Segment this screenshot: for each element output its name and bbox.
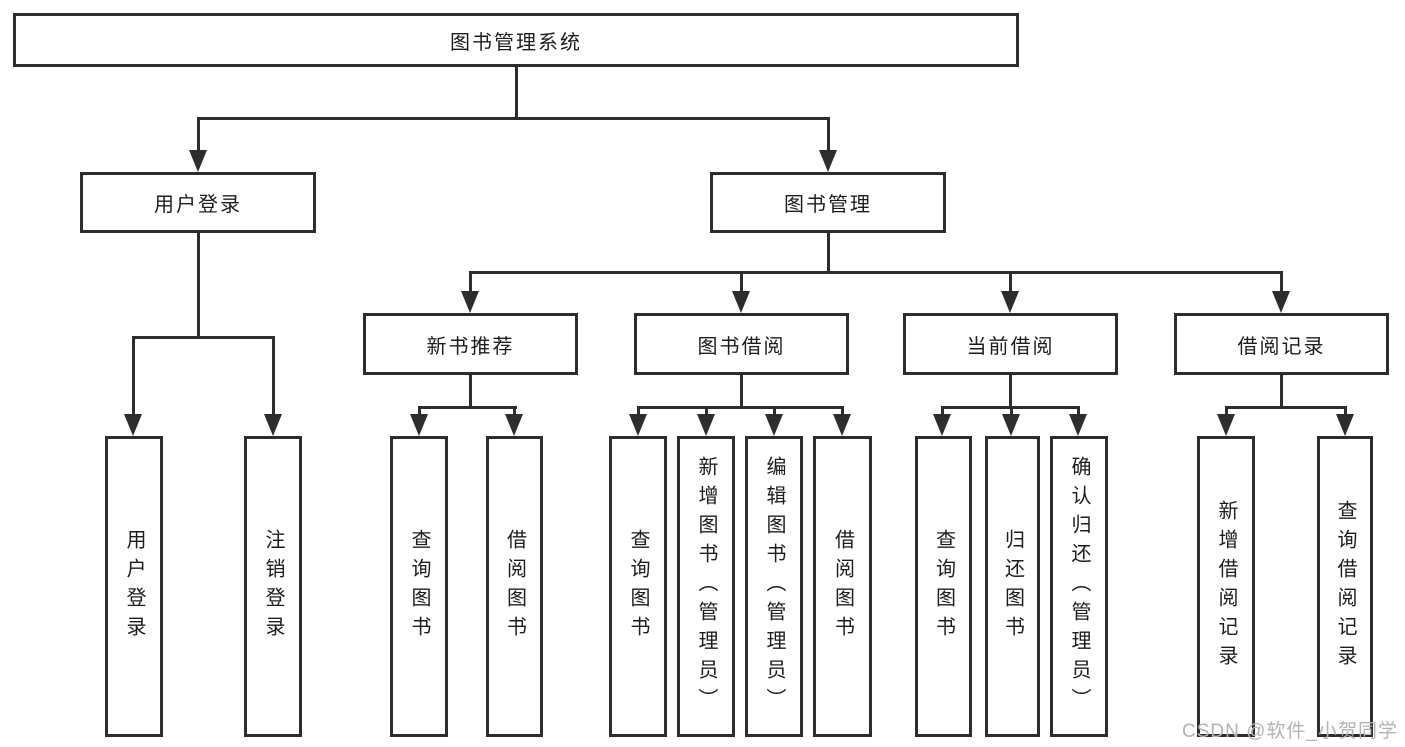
leaf-br-query-record: 查询借阅记录: [1317, 436, 1373, 737]
leaf-cb-return-book: 归还图书: [985, 436, 1040, 737]
arrowhead-down: [1272, 291, 1290, 313]
leaf-rec-query-book: 查询图书: [390, 436, 448, 737]
connector-line: [132, 336, 135, 416]
connector-line: [272, 336, 275, 416]
connector-line: [197, 117, 830, 120]
node-book-borrow: 图书借阅: [634, 313, 849, 375]
connector-line: [513, 406, 516, 418]
node-root: 图书管理系统: [13, 13, 1019, 67]
arrowhead-down: [124, 414, 142, 436]
leaf-logout: 注销登录: [244, 436, 302, 737]
arrowhead-down: [1001, 291, 1019, 313]
arrowhead-down: [1336, 414, 1354, 436]
connector-line: [1010, 406, 1013, 418]
arrowhead-down: [819, 150, 837, 172]
node-current-borrow: 当前借阅: [903, 313, 1118, 375]
arrowhead-down: [505, 414, 523, 436]
connector-line: [418, 406, 517, 409]
connector-line: [197, 117, 200, 154]
connector-line: [1077, 406, 1080, 418]
connector-line: [1009, 271, 1012, 293]
leaf-cb-confirm-return: 确认归还（管理员）: [1050, 436, 1108, 737]
node-book-management: 图书管理: [710, 172, 946, 233]
connector-line: [841, 406, 844, 418]
leaf-bb-query-book: 查询图书: [609, 436, 667, 737]
node-user-login: 用户登录: [80, 172, 316, 233]
connector-line: [132, 336, 274, 339]
leaf-cb-query-book: 查询图书: [915, 436, 972, 737]
connector-line: [197, 233, 200, 338]
leaf-user-login: 用户登录: [105, 436, 163, 737]
arrowhead-down: [461, 291, 479, 313]
connector-line: [469, 271, 1283, 274]
connector-line: [1280, 375, 1283, 409]
leaf-br-add-record: 新增借阅记录: [1197, 436, 1255, 737]
leaf-bb-borrow-book: 借阅图书: [813, 436, 872, 737]
connector-line: [418, 406, 421, 418]
connector-line: [941, 406, 944, 418]
arrowhead-down: [732, 291, 750, 313]
arrowhead-down: [765, 414, 783, 436]
connector-line: [637, 406, 844, 409]
connector-line: [637, 406, 640, 418]
connector-line: [827, 233, 830, 274]
arrowhead-down: [697, 414, 715, 436]
connector-line: [827, 117, 830, 154]
connector-line: [740, 271, 743, 293]
arrowhead-down: [933, 414, 951, 436]
leaf-bb-add-book: 新增图书（管理员）: [677, 436, 735, 737]
node-borrow-record: 借阅记录: [1174, 313, 1389, 375]
arrowhead-down: [1002, 414, 1020, 436]
leaf-rec-borrow-book: 借阅图书: [486, 436, 543, 737]
node-new-book-recommend: 新书推荐: [363, 313, 578, 375]
connector-line: [469, 271, 472, 293]
connector-line: [740, 375, 743, 409]
connector-line: [1225, 406, 1228, 418]
connector-line: [705, 406, 708, 418]
arrowhead-down: [410, 414, 428, 436]
connector-line: [469, 375, 472, 409]
watermark-text: CSDN @软件_小贺同学: [1182, 721, 1398, 742]
arrowhead-down: [1217, 414, 1235, 436]
connector-line: [1225, 406, 1346, 409]
connector-line: [1344, 406, 1347, 418]
leaf-bb-edit-book: 编辑图书（管理员）: [745, 436, 803, 737]
arrowhead-down: [264, 414, 282, 436]
connector-line: [773, 406, 776, 418]
connector-line: [1280, 271, 1283, 293]
arrowhead-down: [833, 414, 851, 436]
connector-line: [1009, 375, 1012, 409]
arrowhead-down: [629, 414, 647, 436]
connector-line: [515, 67, 518, 119]
arrowhead-down: [189, 150, 207, 172]
arrowhead-down: [1069, 414, 1087, 436]
